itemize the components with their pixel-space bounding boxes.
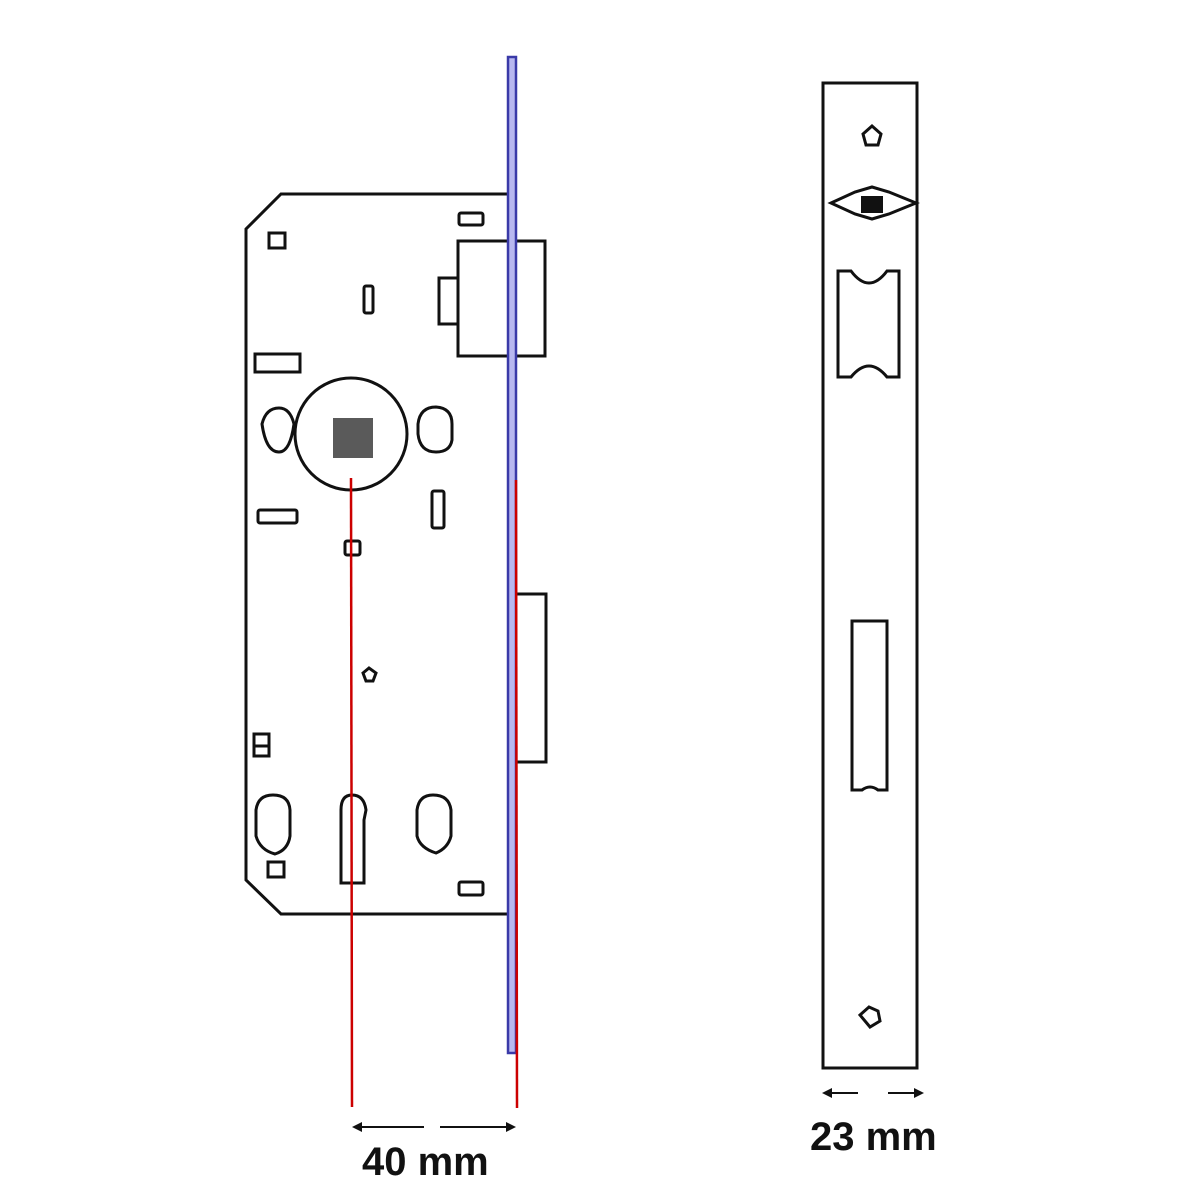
faceplate-width-arrows (822, 1088, 924, 1098)
faceplate-edge (506, 55, 518, 1055)
faceplate-latch-square (861, 196, 883, 213)
faceplate-front-view (821, 81, 920, 1070)
backset-dimension-label: 40 mm (362, 1140, 489, 1184)
backset-measure-lines (349, 477, 519, 1109)
follower-hub-square (333, 418, 373, 458)
backset-dimension-arrows (352, 1122, 516, 1132)
lock-body (244, 192, 548, 916)
faceplate-width-label: 23 mm (810, 1115, 937, 1159)
